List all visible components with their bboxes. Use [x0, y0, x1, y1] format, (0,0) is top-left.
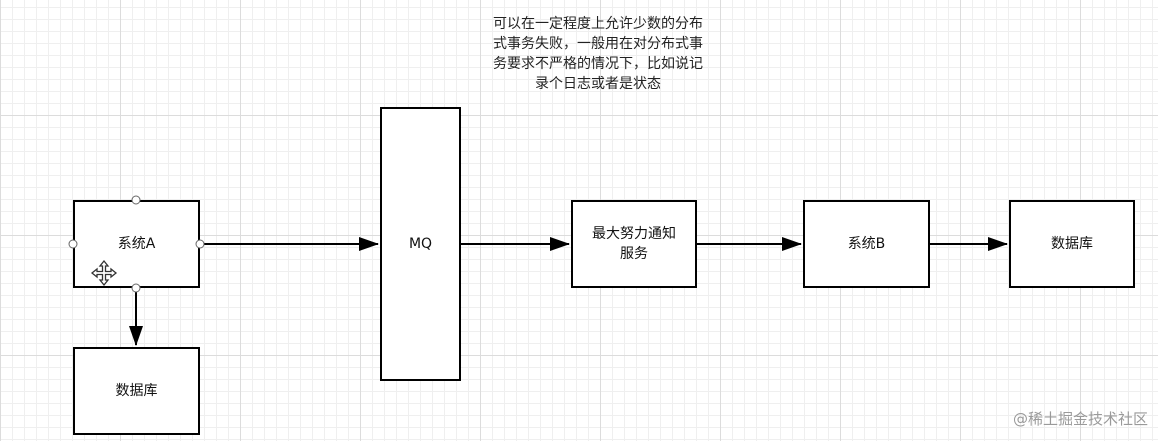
database-b-node[interactable]: 数据库: [1009, 200, 1135, 288]
mq-node[interactable]: MQ: [380, 107, 461, 381]
connection-handle-left[interactable]: [68, 239, 78, 249]
database-a-node[interactable]: 数据库: [73, 347, 200, 435]
connection-handle-bottom[interactable]: [131, 283, 141, 293]
annotation-note: 可以在一定程度上允许少数的分布式事务失败，一般用在对分布式事务要求不严格的情况下…: [493, 16, 703, 92]
system-b-node[interactable]: 系统B: [803, 200, 930, 288]
connection-handle-top[interactable]: [131, 195, 141, 205]
watermark: @稀土掘金技术社区: [1012, 410, 1148, 428]
connection-handle-right[interactable]: [195, 239, 205, 249]
system-a-label: 系统A: [117, 236, 156, 252]
database-b-label: 数据库: [1051, 236, 1093, 252]
database-a-label: 数据库: [115, 383, 158, 399]
system-b-label: 系统B: [847, 236, 886, 252]
best-effort-notify-label: 最大努力通知 服务: [592, 226, 676, 262]
move-cursor-icon: [90, 259, 118, 287]
mq-label: MQ: [408, 236, 433, 252]
best-effort-notify-node[interactable]: 最大努力通知 服务: [571, 200, 697, 288]
